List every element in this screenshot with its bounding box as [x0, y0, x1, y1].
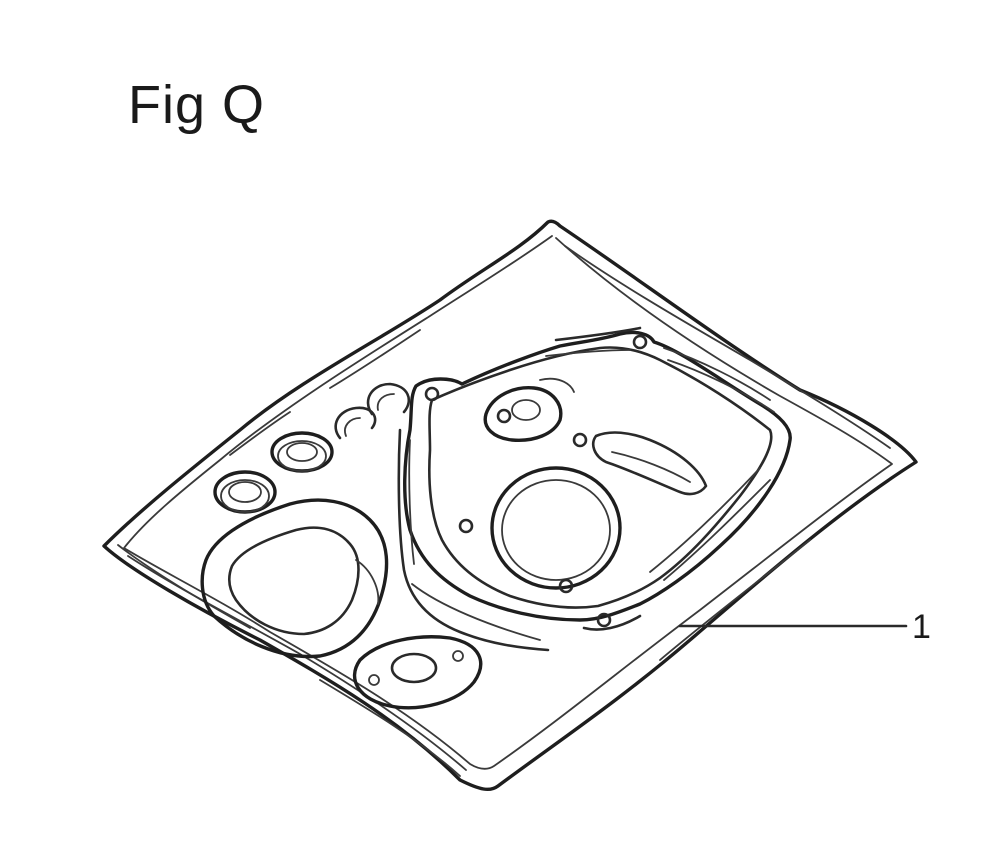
o-ring-left [334, 406, 377, 440]
washer-large-ring [213, 470, 277, 514]
strip-gasket-left [397, 428, 550, 652]
valve-cover-gasket [483, 377, 575, 442]
gasket-package-outline [102, 219, 918, 792]
figure-title: Fig Q [128, 75, 266, 135]
strip-gasket-right [582, 467, 771, 631]
washer-medium-ring [270, 431, 334, 473]
oval-flange-gasket [352, 635, 483, 710]
reference-numeral-label: 1 [912, 608, 931, 646]
cylinder-head-gasket [403, 330, 792, 628]
o-ring-right [366, 382, 411, 416]
strip-gasket-top [545, 326, 775, 413]
square-gasket [200, 498, 389, 659]
